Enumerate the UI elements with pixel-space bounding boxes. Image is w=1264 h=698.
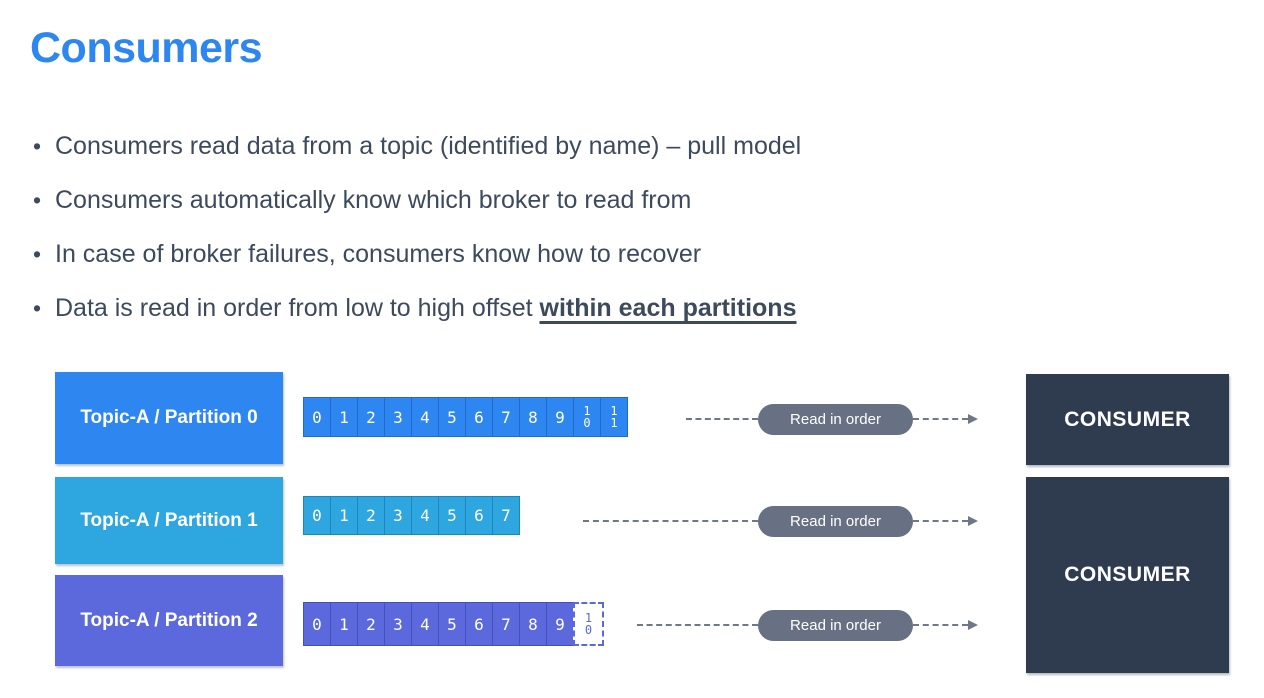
dashed-connector — [913, 520, 968, 522]
offset-cell-ghost: 1 0 — [573, 602, 604, 646]
offset-cell: 0 — [303, 602, 331, 646]
offset-cell: 1 — [330, 397, 358, 437]
arrow-right-icon — [968, 620, 978, 630]
offset-cell: 4 — [411, 496, 439, 535]
dashed-connector — [583, 520, 758, 522]
consumer-box-0: CONSUMER — [1026, 374, 1229, 465]
offset-cell: 1 — [330, 602, 358, 646]
bullet-text: In case of broker failures, consumers kn… — [55, 240, 702, 268]
dashed-connector — [913, 418, 968, 420]
offset-cell: 2 — [357, 496, 385, 535]
offset-cell: 1 1 — [600, 397, 628, 437]
offset-cell: 4 — [411, 602, 439, 646]
bullet-text: Data is read in order from low to high o… — [55, 294, 540, 322]
partition-label-1: Topic-A / Partition 1 — [55, 477, 283, 564]
dashed-connector — [913, 624, 968, 626]
bullet-item: Data is read in order from low to high o… — [33, 293, 1083, 324]
bullet-item: In case of broker failures, consumers kn… — [33, 239, 1083, 270]
offset-cell: 3 — [384, 496, 412, 535]
bullet-item: Consumers read data from a topic (identi… — [33, 131, 1083, 162]
offset-cell: 5 — [438, 602, 466, 646]
offset-cell: 1 0 — [573, 397, 601, 437]
offset-cell: 6 — [465, 397, 493, 437]
offset-cell: 1 — [330, 496, 358, 535]
offset-cell: 6 — [465, 602, 493, 646]
offset-cell: 8 — [519, 397, 547, 437]
consumer-box-1: CONSUMER — [1026, 477, 1229, 673]
offset-cell: 7 — [492, 602, 520, 646]
offset-cell: 7 — [492, 496, 520, 535]
read-in-order-pill-2: Read in order — [758, 610, 913, 641]
offset-cell: 7 — [492, 397, 520, 437]
offset-cell: 6 — [465, 496, 493, 535]
bullet-emphasis: within each partitions — [539, 294, 797, 322]
offset-cell: 3 — [384, 602, 412, 646]
bullet-list: Consumers read data from a topic (identi… — [33, 131, 1083, 347]
offset-cell: 8 — [519, 602, 547, 646]
dashed-connector — [686, 418, 758, 420]
offset-cell: 2 — [357, 397, 385, 437]
arrow-right-icon — [968, 414, 978, 424]
offset-cell: 0 — [303, 496, 331, 535]
offset-cell: 9 — [546, 602, 574, 646]
offset-cell: 3 — [384, 397, 412, 437]
partition-label-0: Topic-A / Partition 0 — [55, 372, 283, 464]
bullet-text: Consumers read data from a topic (identi… — [55, 132, 802, 160]
read-in-order-pill-0: Read in order — [758, 404, 913, 435]
arrow-right-icon — [968, 516, 978, 526]
offset-cell: 2 — [357, 602, 385, 646]
offset-cell: 0 — [303, 397, 331, 437]
read-in-order-pill-1: Read in order — [758, 506, 913, 537]
offset-cell: 9 — [546, 397, 574, 437]
slide-title: Consumers — [30, 24, 263, 72]
bullet-text: Consumers automatically know which broke… — [55, 186, 692, 214]
bullet-item: Consumers automatically know which broke… — [33, 185, 1083, 216]
offset-cell: 4 — [411, 397, 439, 437]
offset-cell: 5 — [438, 397, 466, 437]
partition-label-2: Topic-A / Partition 2 — [55, 575, 283, 666]
dashed-connector — [637, 624, 758, 626]
offset-cell: 5 — [438, 496, 466, 535]
